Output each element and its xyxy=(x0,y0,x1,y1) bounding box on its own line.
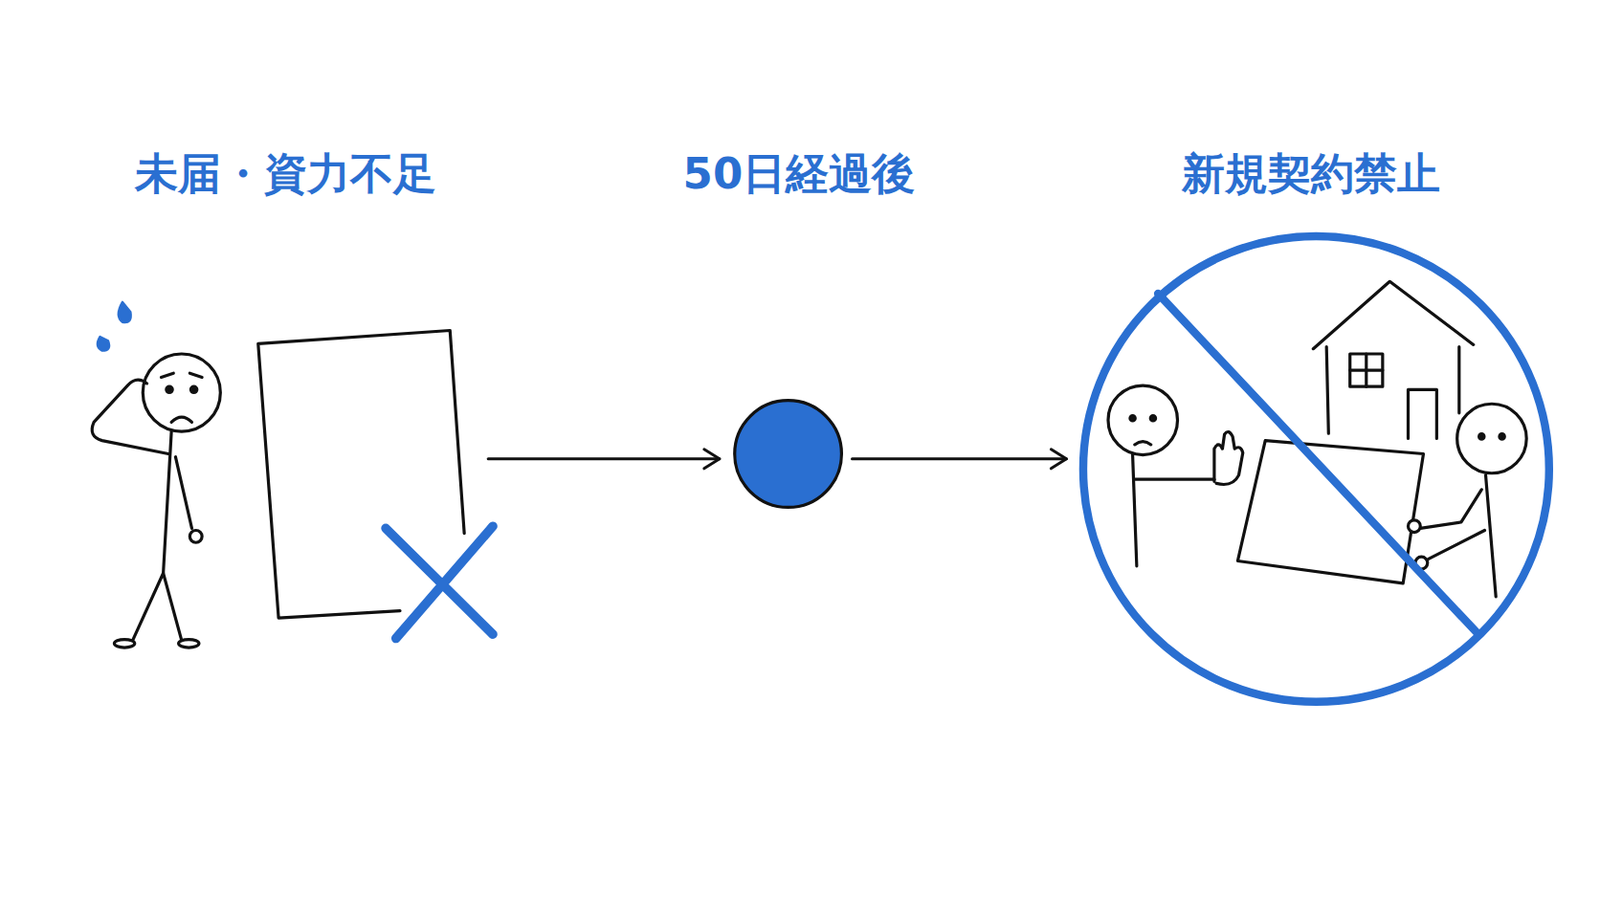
cross-mark xyxy=(385,526,493,639)
flow-arrow xyxy=(852,449,1067,469)
stage-region: 未届・資力不足 xyxy=(87,295,481,659)
prohibition-slash xyxy=(1157,293,1477,633)
prohibition-circle-outline xyxy=(1079,232,1554,707)
refusal-scene xyxy=(1108,281,1527,597)
stage-heading: 50日経過後 xyxy=(683,150,916,199)
worried-person xyxy=(91,302,221,648)
stage-heading: 新規契約禁止 xyxy=(1181,150,1441,199)
prohibition-circle: 新規契約禁止 xyxy=(1079,232,1554,707)
milestone-dot: 50日経過後 xyxy=(733,399,844,510)
milestone-dot-outline xyxy=(733,399,844,510)
stage-heading: 未届・資力不足 xyxy=(134,150,437,199)
flow-arrow xyxy=(488,449,720,469)
